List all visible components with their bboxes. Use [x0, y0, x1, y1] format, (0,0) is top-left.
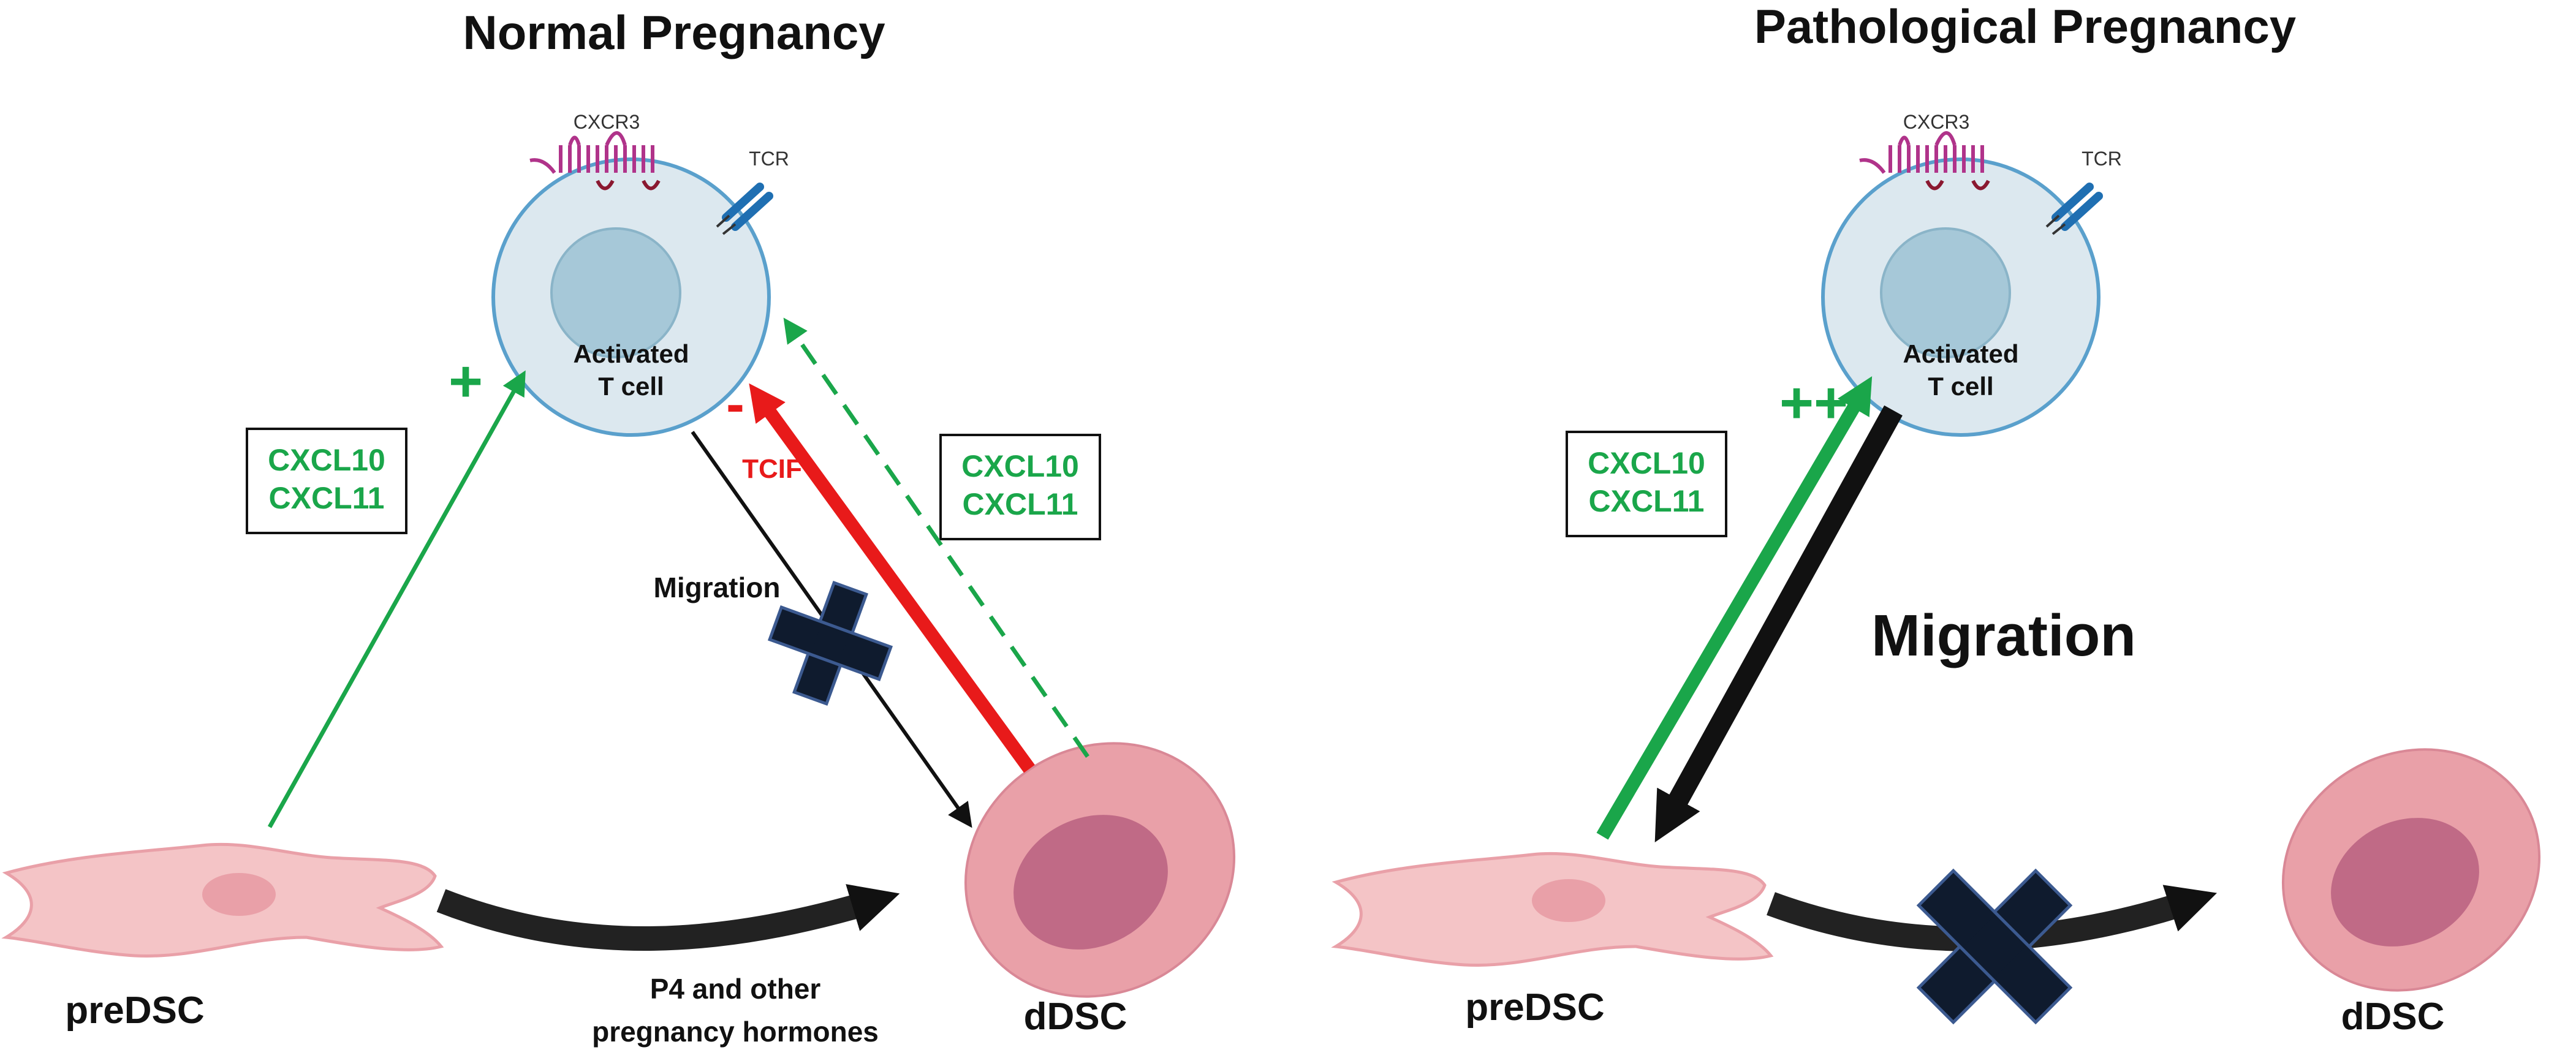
cxcr3-receptor-icon	[529, 131, 661, 191]
cxcr3-label: CXCR3	[574, 111, 640, 133]
t-cell-label-line2: T cell	[1928, 372, 1993, 401]
chemokine-arrow-ddsc-dashed	[783, 317, 1089, 758]
ddsc-label: dDSC	[2341, 996, 2445, 1038]
tcr-icon	[2045, 183, 2103, 235]
predsc-label: preDSC	[1465, 986, 1604, 1029]
blocked-x-icon	[767, 580, 893, 706]
minus-sign: -	[726, 374, 744, 435]
chemokine-name: CXCL11	[1589, 484, 1705, 518]
tcr-icon	[716, 183, 773, 235]
predsc-label: preDSC	[65, 989, 204, 1032]
panel-pathological: Pathological Pregnancy Activated T cell …	[1331, 0, 2541, 1038]
chemokine-name: CXCL10	[268, 443, 385, 477]
chemokine-box: CXCL10 CXCL11	[1566, 431, 1727, 537]
migration-label: Migration	[654, 572, 781, 603]
migration-arrow	[1654, 405, 1903, 843]
chemokine-name: CXCL10	[961, 449, 1079, 483]
plus-sign: +	[449, 349, 483, 414]
hormone-label-line2: pregnancy hormones	[592, 1016, 879, 1048]
tcif-inhibition-arrow	[749, 383, 1035, 773]
t-cell-nucleus	[1880, 227, 2011, 358]
double-plus-sign: ++	[1779, 370, 1848, 436]
activated-t-cell: Activated T cell CXCR3 TCR	[1821, 111, 2122, 437]
chemokine-name: CXCL11	[963, 487, 1078, 521]
t-cell-label-line1: Activated	[1903, 339, 2018, 368]
panel-normal: Normal Pregnancy Activated T cell CXCR3 …	[1, 6, 1236, 1048]
predsc-cell	[1, 842, 444, 958]
activated-t-cell: Activated T cell CXCR3 TCR	[491, 111, 789, 437]
t-cell-label-line1: Activated	[573, 339, 689, 368]
tcif-label: TCIF	[742, 454, 802, 484]
predsc-cell	[1331, 852, 1774, 967]
t-cell-label-line2: T cell	[598, 372, 664, 401]
blocked-x-icon	[1916, 868, 2073, 1025]
tcr-label: TCR	[2082, 148, 2122, 170]
chemokine-name: CXCL11	[269, 481, 385, 515]
ddsc-cell	[2281, 748, 2541, 992]
migration-label: Migration	[1871, 603, 2136, 668]
chemokine-box-right: CXCL10 CXCL11	[939, 434, 1101, 540]
chemokine-arrow-strong	[1596, 376, 1873, 840]
panel-title: Pathological Pregnancy	[1754, 0, 2296, 53]
cxcr3-label: CXCR3	[1903, 111, 1969, 133]
differentiation-arrow	[436, 884, 900, 951]
panel-title: Normal Pregnancy	[463, 6, 885, 59]
t-cell-nucleus	[550, 227, 681, 358]
ddsc-label: dDSC	[1024, 996, 1127, 1038]
chemokine-box-left: CXCL10 CXCL11	[246, 428, 407, 534]
ddsc-cell	[964, 742, 1236, 998]
hormone-label-line1: P4 and other	[650, 973, 821, 1005]
tcr-label: TCR	[749, 148, 789, 170]
chemokine-name: CXCL10	[1588, 446, 1705, 480]
chemokine-arrow-predsc	[267, 370, 526, 828]
cxcr3-receptor-icon	[1859, 131, 1990, 191]
